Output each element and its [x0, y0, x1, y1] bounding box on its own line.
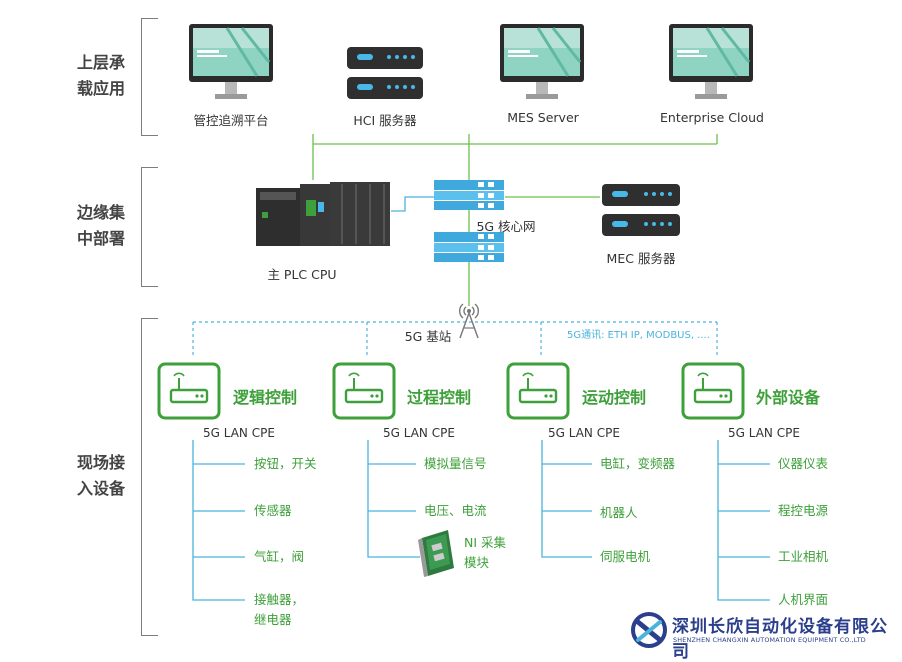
device-external-1: 仪器仪表: [778, 456, 829, 471]
server-icon: [347, 47, 423, 99]
server-icon: [602, 184, 680, 236]
device-motion-3: 伺服电机: [600, 549, 651, 564]
node-label-mes: MES Server: [507, 110, 579, 125]
layer-label-edge: 边缘集 中部署: [76, 203, 125, 248]
device-process-3: NI 采集 模块: [464, 535, 507, 570]
node-label-plc: 主 PLC CPU: [267, 267, 337, 282]
group-title-logic: 逻辑控制: [233, 388, 298, 407]
node-label-core: 5G 核心网: [476, 219, 536, 234]
device-external-2: 程控电源: [778, 503, 829, 518]
device-logic-3: 气缸，阀: [254, 549, 305, 564]
cpe-label-external: 5G LAN CPE: [728, 426, 800, 440]
group-title-motion: 运动控制: [582, 388, 647, 407]
device-logic-2: 传感器: [254, 503, 292, 518]
switch-icon: [434, 180, 504, 262]
group-title-process: 过程控制: [407, 388, 472, 407]
cpe-label-logic: 5G LAN CPE: [203, 426, 275, 440]
node-label-platform: 管控追溯平台: [193, 113, 269, 128]
layer-label-top: 上层承 载应用: [76, 53, 125, 98]
protocol-note: 5G通讯: ETH IP, MODBUS, ....: [567, 330, 710, 341]
monitor-icon: [189, 24, 273, 99]
ni-module-icon: [418, 530, 454, 577]
cpe-label-process: 5G LAN CPE: [383, 426, 455, 440]
device-external-4: 人机界面: [778, 592, 829, 607]
device-external-3: 工业相机: [778, 549, 829, 564]
plc-icon: [256, 182, 390, 246]
cpe-router-icon: [332, 362, 396, 420]
device-process-1: 模拟量信号: [424, 456, 487, 471]
company-logo-icon: [631, 612, 667, 648]
bracket-field: [141, 318, 158, 636]
cpe-label-motion: 5G LAN CPE: [548, 426, 620, 440]
monitor-icon: [669, 24, 753, 99]
node-label-cloud: Enterprise Cloud: [660, 110, 764, 125]
bracket-edge: [141, 167, 158, 287]
antenna-icon: [459, 303, 479, 339]
node-label-hci: HCI 服务器: [353, 113, 417, 128]
monitor-icon: [500, 24, 584, 99]
company-name-en: SHENZHEN CHANGXIN AUTOMATION EQUIPMENT C…: [673, 636, 866, 644]
cpe-router-icon: [157, 362, 221, 420]
device-logic-4: 接触器， 继电器: [254, 592, 305, 627]
node-label-mec: MEC 服务器: [606, 251, 676, 266]
device-process-2: 电压、电流: [424, 503, 487, 518]
base-station-label: 5G 基站: [404, 329, 452, 344]
device-motion-2: 机器人: [600, 505, 638, 520]
layer-label-field: 现场接 入设备: [76, 453, 125, 498]
bracket-top: [141, 18, 158, 136]
cpe-router-icon: [681, 362, 745, 420]
cpe-router-icon: [506, 362, 570, 420]
group-title-external: 外部设备: [756, 388, 821, 407]
device-logic-1: 按钮，开关: [254, 456, 317, 471]
device-motion-1: 电缸，变频器: [600, 456, 676, 471]
